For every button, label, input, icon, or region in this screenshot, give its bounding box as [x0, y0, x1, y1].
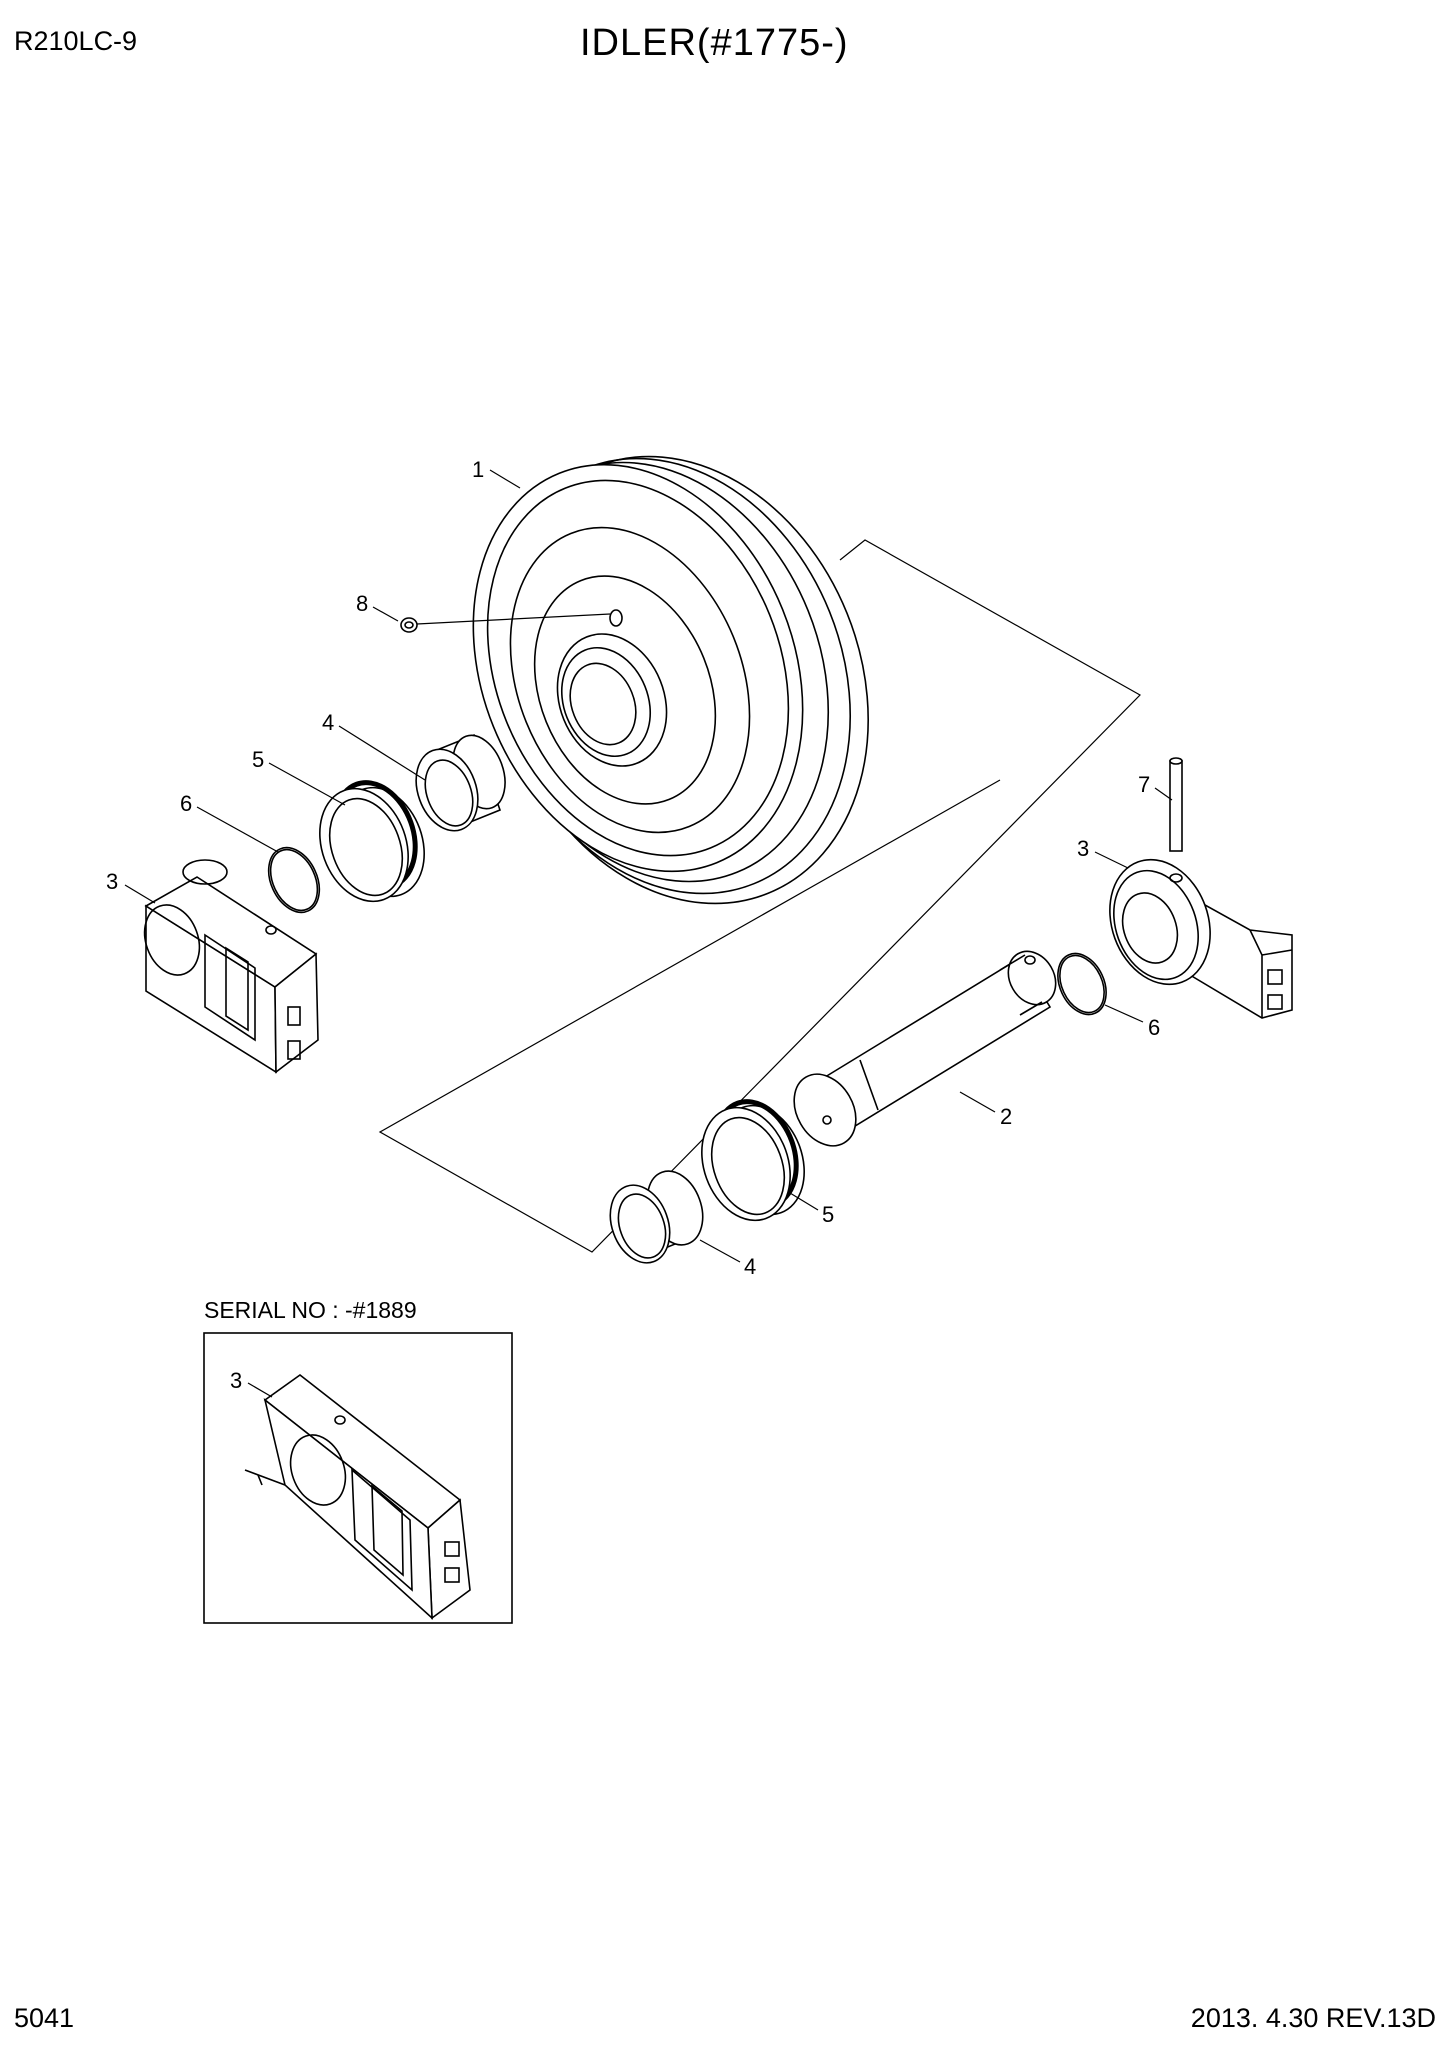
model-label: R210LC-9 — [14, 26, 138, 56]
bracket-left — [143, 859, 319, 1074]
callout-7-pin: 7 — [1138, 772, 1150, 797]
callout-4-bushing-upper: 4 — [322, 710, 334, 735]
page-number: 5041 — [14, 2003, 75, 2033]
callout-3-bracket-right: 3 — [1077, 836, 1089, 861]
callout-1-idler: 1 — [472, 457, 484, 482]
callout-8-plug: 8 — [356, 591, 368, 616]
seal-lower — [701, 1099, 805, 1222]
inset-callout-3: 3 — [230, 1368, 242, 1393]
callout-5-seal-lower: 5 — [822, 1202, 834, 1227]
callout-3-bracket-left: 3 — [106, 869, 118, 894]
idler-wheel — [472, 455, 869, 905]
assembly-guide-line — [378, 539, 1141, 1253]
o-ring-right — [1057, 952, 1107, 1016]
bushing-upper — [415, 733, 506, 832]
plug — [400, 613, 611, 633]
inset-serial-caption: SERIAL NO : -#1889 — [204, 1297, 417, 1323]
revision-date: 2013. 4.30 REV.13D — [1190, 2003, 1436, 2033]
inset-frame — [203, 1332, 513, 1624]
page-title: IDLER(#1775-) — [580, 22, 849, 64]
bracket-right — [1109, 858, 1293, 1019]
o-ring-left — [267, 846, 321, 914]
callout-6-o-ring-left: 6 — [180, 791, 192, 816]
pin — [1169, 757, 1183, 852]
bushing-lower — [609, 1170, 704, 1264]
callout-4-bushing-lower: 4 — [744, 1254, 756, 1279]
inset-bracket — [244, 1374, 471, 1620]
seal-upper — [319, 780, 425, 903]
callout-6-o-ring-right: 6 — [1148, 1015, 1160, 1040]
callout-2-shaft: 2 — [1000, 1104, 1012, 1129]
shaft — [793, 950, 1057, 1147]
callout-5-seal-upper: 5 — [252, 747, 264, 772]
